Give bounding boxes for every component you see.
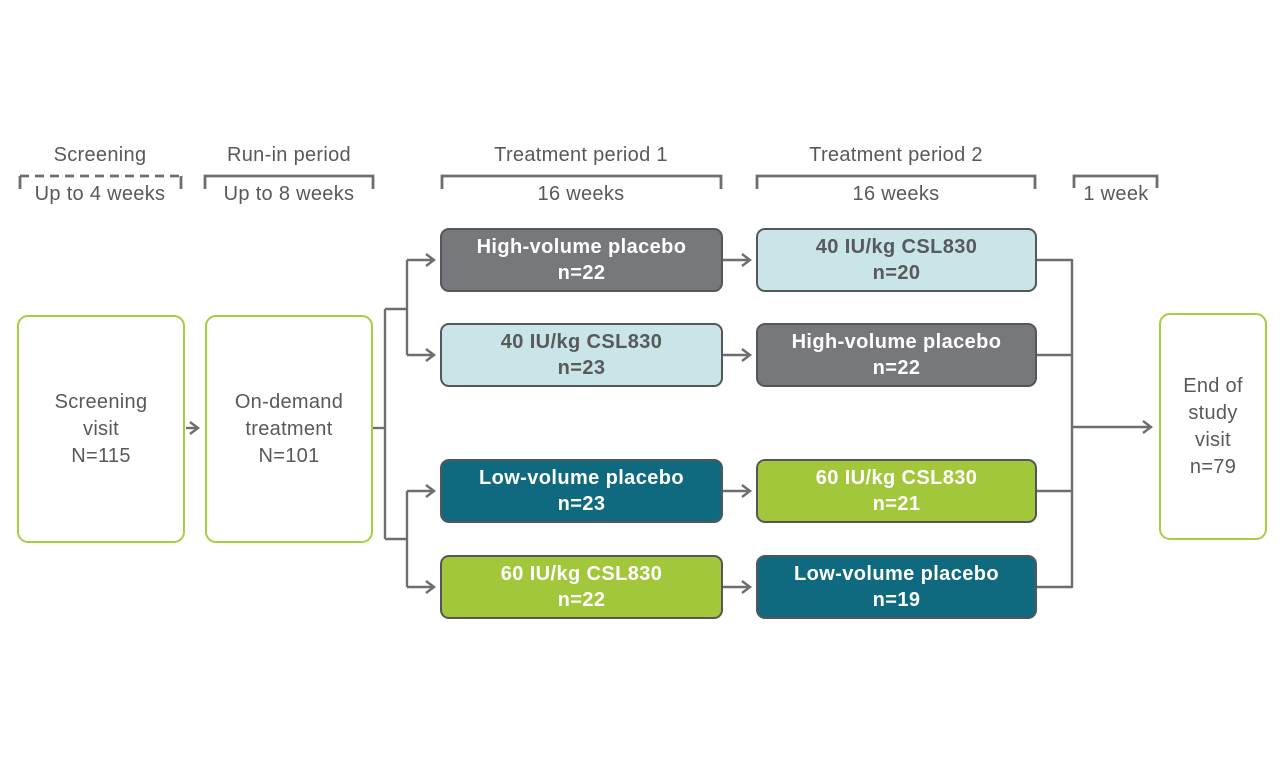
- treatment-period1-duration: 16 weeks: [537, 183, 625, 205]
- p1-arm2-label: 40 IU/kg CSL830: [500, 331, 663, 353]
- treatment-period1-bracket: [440, 174, 723, 189]
- p2-arm2-n: n=22: [872, 357, 921, 379]
- p1-arm1-n: n=22: [557, 262, 606, 284]
- on-demand-treatment-label: On-demand treatment: [234, 390, 344, 440]
- p2-arm1-label: 40 IU/kg CSL830: [815, 236, 978, 258]
- p2-arm3-label: 60 IU/kg CSL830: [815, 467, 978, 489]
- treatment-period2-title: Treatment period 2: [809, 144, 983, 166]
- p2-arm4-box: Low-volume placebo n=19: [756, 555, 1037, 619]
- p1-arm2-box: 40 IU/kg CSL830 n=23: [440, 323, 723, 387]
- p1-arm3-box: Low-volume placebo n=23: [440, 459, 723, 523]
- runin-period-title: Run-in period: [227, 144, 351, 166]
- followup-bracket: [1072, 174, 1159, 188]
- runin-bracket: [203, 174, 375, 189]
- p2-arm2-box: High-volume placebo n=22: [756, 323, 1037, 387]
- p2-arm1-n: n=20: [872, 262, 921, 284]
- p1-arm1-label: High-volume placebo: [476, 236, 687, 258]
- p1-arm4-box: 60 IU/kg CSL830 n=22: [440, 555, 723, 619]
- screening-period-duration: Up to 4 weeks: [34, 183, 166, 205]
- p1-arm4-n: n=22: [557, 589, 606, 611]
- p2-arm1-box: 40 IU/kg CSL830 n=20: [756, 228, 1037, 292]
- p2-arm4-label: Low-volume placebo: [793, 563, 999, 585]
- runin-period-duration: Up to 8 weeks: [223, 183, 355, 205]
- on-demand-treatment-n: N=101: [258, 444, 320, 467]
- end-of-study-label: End of study visit: [1183, 374, 1243, 451]
- p1-arm3-label: Low-volume placebo: [478, 467, 684, 489]
- p1-arm1-box: High-volume placebo n=22: [440, 228, 723, 292]
- end-of-study-box: End of study visit n=79: [1159, 313, 1267, 540]
- end-of-study-n: n=79: [1189, 455, 1237, 478]
- treatment-period1-title: Treatment period 1: [494, 144, 668, 166]
- screening-visit-n: N=115: [71, 444, 131, 467]
- screening-visit-label: Screening visit: [54, 390, 148, 440]
- screening-period-title: Screening: [53, 144, 147, 166]
- p1-arm2-n: n=23: [557, 357, 606, 379]
- on-demand-treatment-box: On-demand treatment N=101: [205, 315, 373, 543]
- screening-visit-box: Screening visit N=115: [17, 315, 185, 543]
- p2-arm3-box: 60 IU/kg CSL830 n=21: [756, 459, 1037, 523]
- treatment-period2-duration: 16 weeks: [852, 183, 940, 205]
- followup-duration: 1 week: [1083, 183, 1149, 205]
- p1-arm4-label: 60 IU/kg CSL830: [500, 563, 663, 585]
- treatment-period2-bracket: [755, 174, 1037, 189]
- p2-arm2-label: High-volume placebo: [791, 331, 1002, 353]
- p2-arm4-n: n=19: [872, 589, 921, 611]
- p1-arm3-n: n=23: [557, 493, 606, 515]
- p2-arm3-n: n=21: [872, 493, 921, 515]
